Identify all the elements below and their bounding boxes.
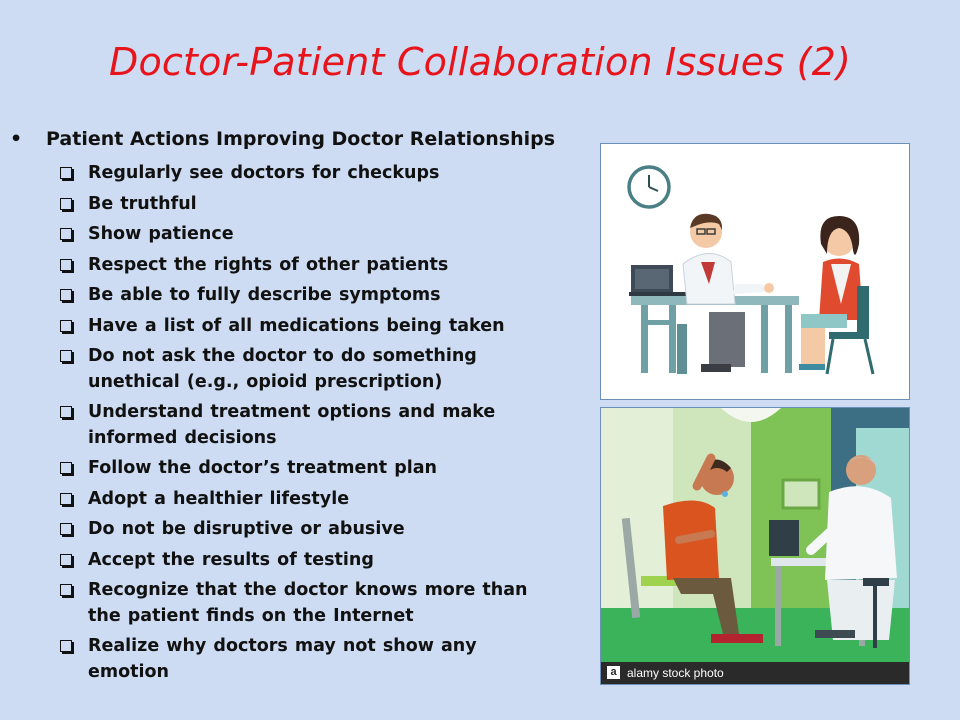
list-item-text: Be able to fully describe symptoms [88,285,441,305]
list-item-text: Have a list of all medications being tak… [88,315,505,336]
checkbox-icon [60,228,72,240]
list-item: Do not ask the doctor to do something un… [60,344,560,395]
list-item-text: Accept the results of testing [88,549,374,570]
checkbox-icon [60,197,72,210]
clock-icon [627,165,671,209]
checkbox-icon [60,492,72,505]
list-item: Accept the results of testing [60,548,560,574]
checklist: Regularly see doctors for checkups Be tr… [60,161,560,690]
list-item-text: Regularly see doctors for checkups [88,163,440,183]
list-item-text: Respect the rights of other patients [88,254,449,275]
stock-caption-text: alamy stock photo [627,666,724,680]
list-item-text: Recognize that the doctor knows more tha… [88,580,528,626]
list-item-text: Do not ask the doctor to do something un… [88,346,477,392]
list-item-text: Do not be disruptive or abusive [88,519,405,539]
list-item-text: Understand treatment options and make in… [88,402,496,448]
checkbox-icon [60,584,72,596]
list-item: Follow the doctor’s treatment plan [60,456,560,482]
slide-title: Doctor-Patient Collaboration Issues (2) [108,40,851,84]
stock-photo-caption: a alamy stock photo [601,662,909,684]
list-item: Show patience [60,222,560,248]
checkbox-icon [60,258,72,271]
checkbox-icon [60,406,72,418]
checkbox-icon [60,319,72,332]
list-item-text: Show patience [88,224,234,244]
checkbox-icon [60,640,72,652]
list-item-text: Be truthful [88,193,197,214]
list-item: Recognize that the doctor knows more tha… [60,578,560,629]
alamy-logo-icon: a [607,666,620,679]
consultation-drawing [601,144,909,399]
list-item-text: Realize why doctors may not show any emo… [88,636,477,682]
list-item: Adopt a healthier lifestyle [60,487,560,513]
checkbox-icon [60,553,72,566]
headache-illustration: a alamy stock photo [600,407,910,685]
list-item: Understand treatment options and make in… [60,400,560,451]
list-item: Realize why doctors may not show any emo… [60,634,560,685]
list-item: Be able to fully describe symptoms [60,283,560,309]
list-item-text: Adopt a healthier lifestyle [88,488,350,509]
checkbox-icon [60,523,72,535]
list-item-text: Follow the doctor’s treatment plan [88,458,438,478]
list-item: Do not be disruptive or abusive [60,517,560,543]
checkbox-icon [60,462,72,474]
checkbox-icon [60,350,72,362]
headache-drawing [601,408,909,684]
bullet-heading: Patient Actions Improving Doctor Relatio… [46,128,556,150]
list-item: Regularly see doctors for checkups [60,161,560,187]
main-bullet: • Patient Actions Improving Doctor Relati… [10,128,555,150]
checkbox-icon [60,289,72,301]
list-item: Be truthful [60,192,560,218]
list-item: Have a list of all medications being tak… [60,314,560,340]
consultation-illustration [600,143,910,400]
list-item: Respect the rights of other patients [60,253,560,279]
checkbox-icon [60,167,72,179]
bullet-icon: • [10,128,23,150]
